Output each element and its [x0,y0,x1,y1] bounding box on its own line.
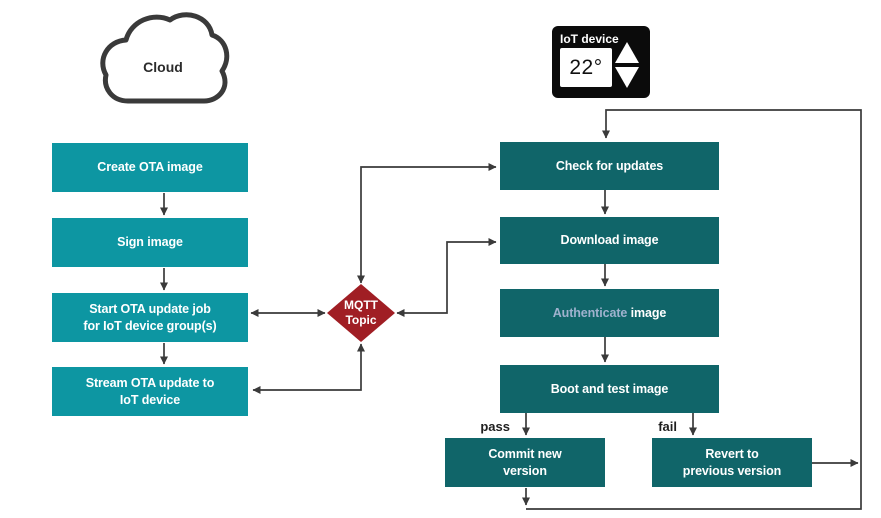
step-label: Check for updates [555,158,664,173]
cloud-label: Cloud [143,59,183,75]
arrow-mqtt-check-updates [357,163,497,284]
arrow-mqtt-stream [252,343,365,394]
step-label: Boot and test image [550,381,669,396]
step-sign-image: Sign image [52,218,248,267]
iot-device-icon: IoT device 22° [552,26,650,98]
triangle-up-icon [615,42,639,63]
pass-label: pass [480,419,510,434]
temperature-display: 22° [560,48,612,87]
step-label: Authenticate image [552,305,667,320]
step-authenticate-image: Authenticate image [500,289,719,337]
authenticate-highlight: Authenticate [552,305,628,320]
step-create-ota-image: Create OTA image [52,143,248,192]
triangle-down-icon [615,67,639,88]
step-label: Sign image [117,235,183,250]
step-revert-previous-version: Revert to previous version [652,438,812,487]
mqtt-topic-label: MQTT Topic [344,298,378,327]
step-label: Download image [560,233,659,248]
step-download-image: Download image [500,217,719,264]
step-label: Commit new version [488,447,562,478]
arrow-mqtt-download [396,238,497,317]
mqtt-topic-diamond [327,284,395,342]
fail-label: fail [658,419,677,434]
step-label: Revert to previous version [682,447,782,478]
cloud-icon [100,12,230,104]
iot-device-title: IoT device [560,32,619,46]
step-stream-ota-update: Stream OTA update to IoT device [52,367,248,416]
step-check-for-updates: Check for updates [500,142,719,190]
step-start-ota-update-job: Start OTA update job for IoT device grou… [52,293,248,342]
step-boot-and-test-image: Boot and test image [500,365,719,413]
feedback-loop-to-check [526,109,862,510]
step-label: Create OTA image [97,160,203,175]
step-label: Stream OTA update to IoT device [85,376,215,407]
step-label: Start OTA update job for IoT device grou… [83,302,217,333]
step-commit-new-version: Commit new version [445,438,605,487]
